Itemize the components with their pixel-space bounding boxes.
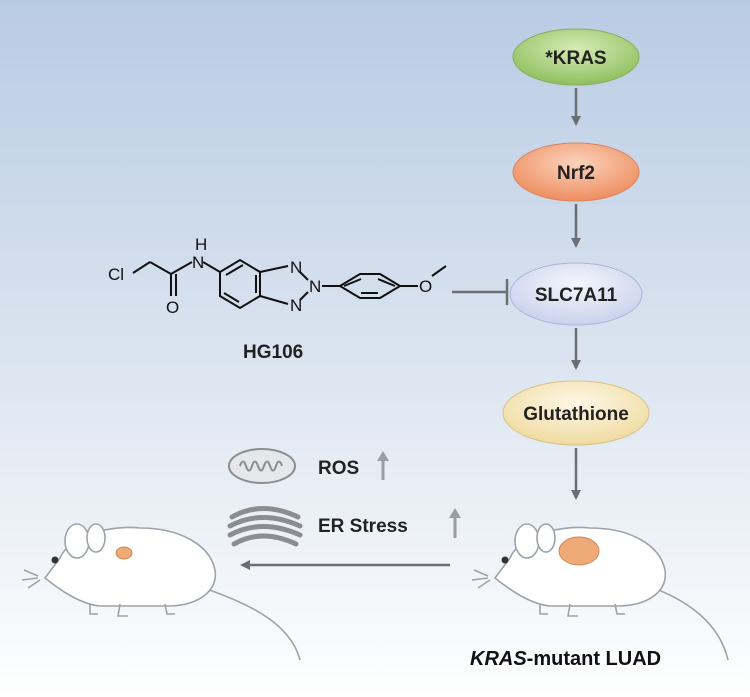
mitochondria-icon — [228, 448, 296, 484]
atom-o-carbonyl: O — [166, 298, 179, 317]
atom-n3: N — [290, 296, 302, 315]
mouse-untreated — [471, 523, 729, 661]
node-kras-label: *KRAS — [545, 48, 606, 69]
hg106-atoms: Cl N H O N N N O — [108, 235, 432, 317]
tumor-large — [558, 536, 600, 566]
atom-h-amide: H — [195, 235, 207, 254]
tumor-small — [115, 546, 133, 560]
er-icon — [227, 506, 303, 547]
node-slc7a11: SLC7A11 — [509, 262, 643, 326]
node-glutathione: Glutathione — [502, 380, 650, 446]
atom-cl: Cl — [108, 265, 124, 284]
er-up-arrow — [449, 508, 461, 538]
caption-italic: KRAS — [470, 648, 527, 670]
er-stress-label: ER Stress — [318, 516, 408, 537]
node-slc7a11-label: SLC7A11 — [535, 285, 618, 306]
ros-label: ROS — [318, 458, 359, 479]
node-nrf2: Nrf2 — [512, 142, 640, 202]
node-kras: *KRAS — [512, 28, 640, 86]
compound-name: HG106 — [243, 342, 303, 363]
atom-o-ether: O — [419, 277, 432, 296]
atom-n1: N — [290, 258, 302, 277]
inhibition-line — [452, 279, 509, 305]
node-nrf2-label: Nrf2 — [557, 163, 595, 184]
mouse-treated — [21, 523, 301, 661]
atom-n-amide: N — [192, 253, 204, 272]
caption-rest: -mutant LUAD — [527, 648, 661, 670]
hg106-structure — [132, 258, 447, 310]
atom-n2: N — [309, 277, 321, 296]
ros-up-arrow — [377, 451, 389, 480]
node-glutathione-label: Glutathione — [523, 404, 629, 425]
caption: KRAS-mutant LUAD — [470, 648, 661, 670]
